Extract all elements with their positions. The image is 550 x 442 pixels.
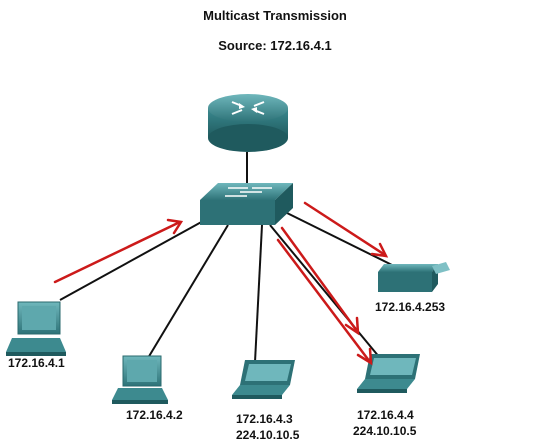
diagram-subtitle: Source: 172.16.4.1 <box>218 38 332 53</box>
router-icon <box>208 94 288 152</box>
diagram-title: Multicast Transmission <box>203 8 347 23</box>
switch-icon <box>200 183 293 225</box>
laptop-icon <box>232 360 295 399</box>
network-links <box>59 152 393 363</box>
arrow-source-to-switch <box>53 218 184 284</box>
desktop-icon <box>112 355 168 404</box>
host2-ip-label: 172.16.4.2 <box>126 408 183 422</box>
laptop-icon <box>357 354 420 393</box>
host3-multicast-label: 224.10.10.5 <box>236 428 300 442</box>
link-switch-host4 <box>269 224 381 359</box>
arrow-switch-to-host3 <box>280 226 360 336</box>
arrow-switch-to-printer <box>303 201 389 258</box>
link-switch-host1 <box>59 219 206 301</box>
printer-ip-label: 172.16.4.253 <box>375 300 446 314</box>
host1-ip-label: 172.16.4.1 <box>8 356 65 370</box>
host4-ip-label: 172.16.4.4 <box>357 408 414 422</box>
multicast-arrows <box>53 201 389 366</box>
host4-multicast-label: 224.10.10.5 <box>353 424 417 438</box>
link-switch-printer <box>284 211 393 266</box>
link-switch-host2 <box>147 224 229 359</box>
printer-icon <box>378 262 450 292</box>
link-switch-host3 <box>254 224 263 363</box>
desktop-icon <box>6 301 66 356</box>
arrow-switch-to-host4 <box>276 238 373 366</box>
host3-ip-label: 172.16.4.3 <box>236 412 293 426</box>
